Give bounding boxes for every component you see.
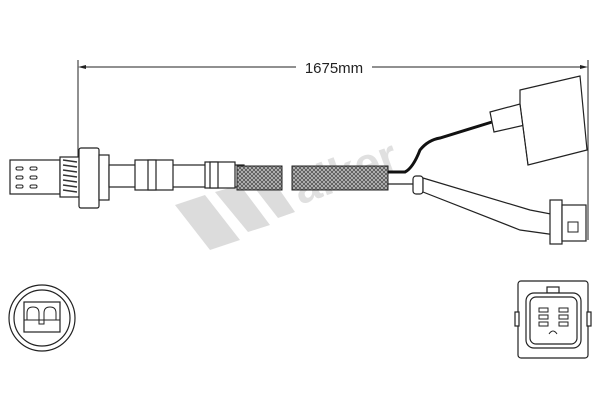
dimension-line (77, 60, 589, 240)
lower-connector (412, 175, 587, 245)
upper-connector (489, 75, 588, 166)
braided-cable-section (291, 165, 389, 191)
sensor-connector-end-view (8, 284, 76, 352)
length-label: 1675mm (305, 60, 363, 77)
threaded-section (59, 156, 81, 198)
braided-cable-section (236, 165, 283, 191)
hex-nut (78, 147, 100, 209)
black-wire (388, 120, 493, 174)
harness-connector-end-view (514, 280, 592, 359)
sensor-tip (9, 159, 61, 195)
